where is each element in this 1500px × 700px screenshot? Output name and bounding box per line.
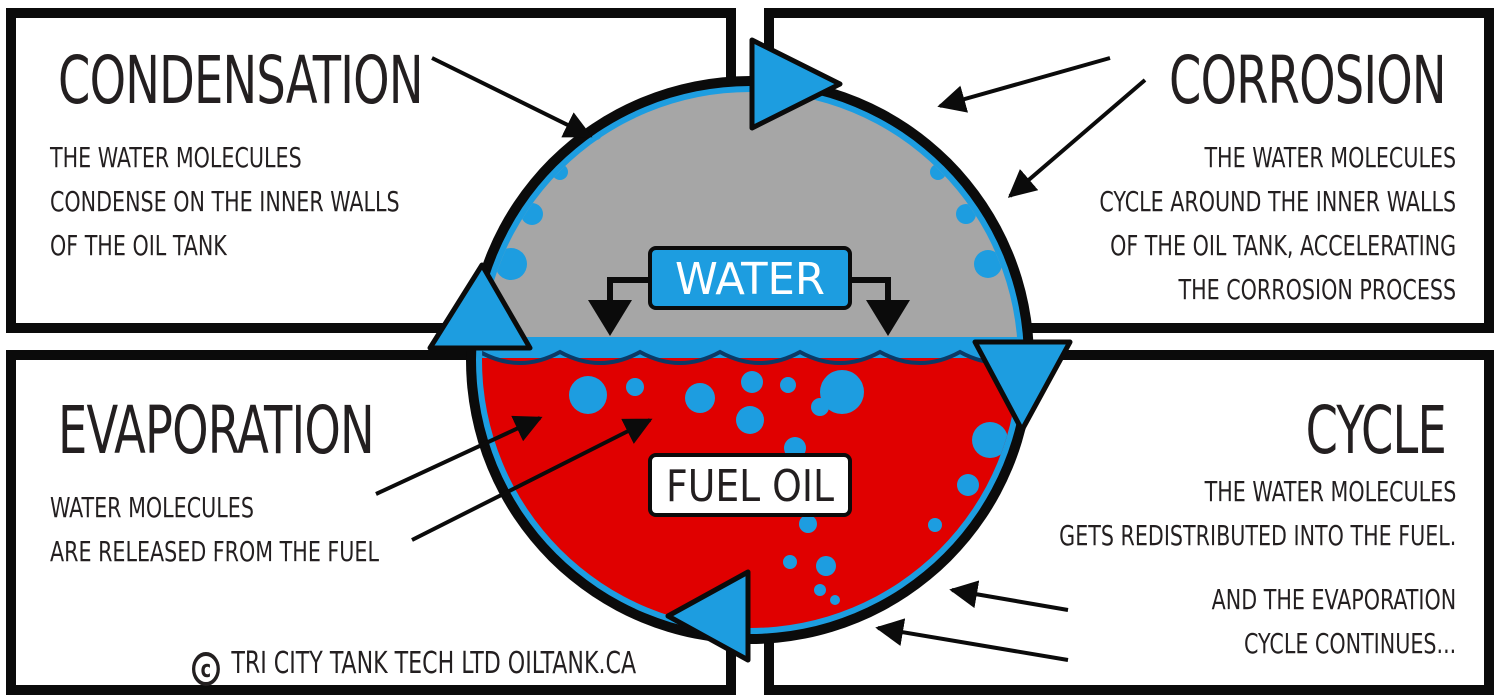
bubble xyxy=(957,474,979,496)
cycle-arrow-top xyxy=(749,37,843,131)
bubble xyxy=(830,595,840,605)
cycle-title: CYCLE xyxy=(1305,392,1447,469)
corrosion-title: CORROSION xyxy=(1169,42,1447,119)
corrosion-description: THE WATER MOLECULES CYCLE AROUND THE INN… xyxy=(1099,136,1456,312)
droplet xyxy=(956,204,976,224)
fuel-label-group: FUEL OIL xyxy=(648,453,852,517)
condensation-line: OF THE OIL TANK xyxy=(50,229,227,262)
cycle-arrows xyxy=(427,37,1073,663)
bubble xyxy=(736,406,764,434)
bubble xyxy=(741,371,763,393)
bubble xyxy=(783,555,797,569)
pointer-arrows xyxy=(375,56,1147,662)
cycle-arrow-left xyxy=(427,262,533,351)
bubble xyxy=(820,370,864,414)
evaporation-line: ARE RELEASED FROM THE FUEL xyxy=(50,535,379,568)
copyright-icon: c xyxy=(192,652,220,686)
corrosion-pointer-arrow xyxy=(1007,78,1147,198)
bubble xyxy=(569,376,607,414)
corrosion-line: CYCLE AROUND THE INNER WALLS xyxy=(1099,185,1456,218)
cycle-continues-line: AND THE EVAPORATION xyxy=(1211,583,1456,616)
corrosion-rust-marks xyxy=(910,97,1033,266)
bubble xyxy=(799,515,817,533)
bubble xyxy=(685,383,715,413)
bubble xyxy=(928,518,942,532)
bubble xyxy=(626,378,644,396)
down-arrow-icon xyxy=(866,300,910,336)
cycle-line: GETS REDISTRIBUTED INTO THE FUEL. xyxy=(1058,519,1456,552)
condensation-line: THE WATER MOLECULES xyxy=(50,141,302,174)
evaporation-title: EVAPORATION xyxy=(58,392,375,469)
bubble xyxy=(816,556,836,576)
condensation-pointer-arrow xyxy=(431,56,593,138)
evaporation-line: WATER MOLECULES xyxy=(50,491,254,524)
evaporation-pointer-arrow xyxy=(411,418,653,542)
fuel-oil-label: FUEL OIL xyxy=(666,461,834,512)
water-surface-waves xyxy=(482,349,1018,365)
fuel-bubbles xyxy=(569,370,1008,605)
condensation-title: CONDENSATION xyxy=(58,42,423,119)
down-arrow-icon xyxy=(588,300,632,336)
bubble xyxy=(972,422,1008,458)
credit-text: TRI CITY TANK TECH LTD OILTANK.CA xyxy=(231,646,637,681)
bubble xyxy=(811,398,829,416)
corrosion-line: THE WATER MOLECULES xyxy=(1204,141,1456,174)
cycle-arrow-right xyxy=(972,339,1073,433)
cycle-arrow-bottom xyxy=(665,569,751,663)
cycle-continues-note: AND THE EVAPORATION CYCLE CONTINUES... xyxy=(1211,578,1456,666)
evaporation-description: WATER MOLECULES ARE RELEASED FROM THE FU… xyxy=(50,486,379,574)
water-pointer-arrows xyxy=(607,277,891,300)
water-label-box xyxy=(648,246,852,310)
bubble xyxy=(780,377,796,393)
tank xyxy=(466,76,1034,644)
droplet xyxy=(974,250,1002,278)
cycle-pointer-arrow xyxy=(949,580,1069,612)
bubble xyxy=(814,584,826,596)
cycle-description: THE WATER MOLECULES GETS REDISTRIBUTED I… xyxy=(1059,470,1456,558)
cycle-pointer-arrow xyxy=(875,618,1069,662)
condensation-description: THE WATER MOLECULES CONDENSE ON THE INNE… xyxy=(50,136,400,268)
water-label: WATER xyxy=(675,254,825,305)
fuel-label-box xyxy=(648,453,852,517)
corrosion-line: OF THE OIL TANK, ACCELERATING xyxy=(1109,229,1456,262)
condensation-line: CONDENSE ON THE INNER WALLS xyxy=(50,185,400,218)
water-label-group: WATER xyxy=(588,246,910,336)
cycle-line: THE WATER MOLECULES xyxy=(1204,475,1456,508)
cycle-continues-line: CYCLE CONTINUES... xyxy=(1243,627,1456,660)
corrosion-pointer-arrow xyxy=(937,56,1111,113)
evaporation-pointer-arrow xyxy=(375,415,543,496)
credit-line: c TRI CITY TANK TECH LTD OILTANK.CA xyxy=(192,646,636,686)
corrosion-line: THE CORROSION PROCESS xyxy=(1178,273,1456,306)
